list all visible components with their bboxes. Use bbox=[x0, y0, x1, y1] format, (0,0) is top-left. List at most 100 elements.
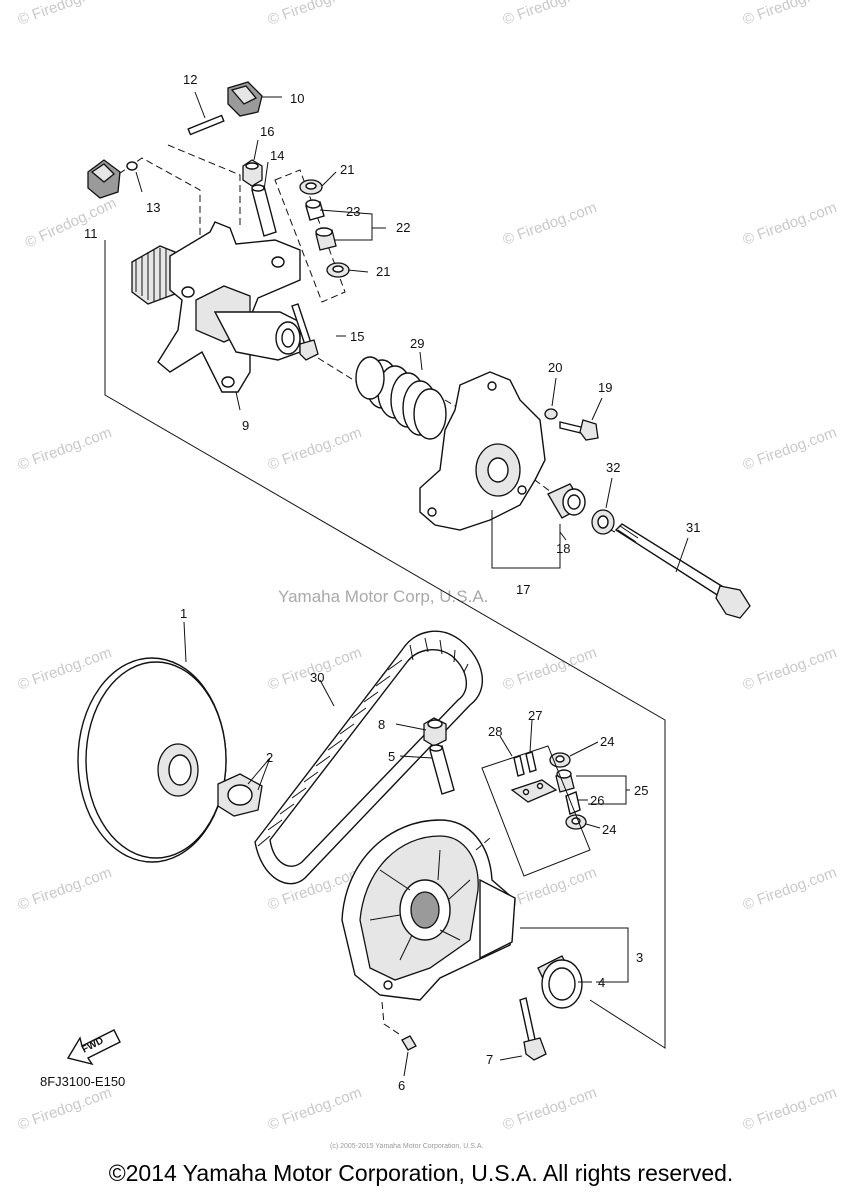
label-5: 5 bbox=[388, 749, 395, 764]
part-8-nut bbox=[423, 717, 447, 747]
part-23-bushing-b bbox=[315, 227, 337, 251]
label-15: 15 bbox=[350, 329, 364, 344]
part-30-belt bbox=[254, 630, 484, 885]
part-13-washer bbox=[126, 161, 138, 171]
part-32-washer bbox=[591, 509, 615, 535]
label-25: 25 bbox=[634, 783, 648, 798]
part-20-washer bbox=[544, 408, 558, 420]
part-2-bushing bbox=[217, 773, 263, 817]
label-4: 4 bbox=[598, 975, 605, 990]
label-10: 10 bbox=[290, 91, 304, 106]
watermark: © Firedog.com bbox=[741, 1084, 839, 1134]
assembly-outline bbox=[104, 240, 666, 1049]
label-27: 27 bbox=[528, 708, 542, 723]
label-31: 31 bbox=[686, 520, 700, 535]
copyright-footer: ©2014 Yamaha Motor Corporation, U.S.A. A… bbox=[108, 1160, 734, 1186]
label-23: 23 bbox=[346, 204, 360, 219]
label-16: 16 bbox=[260, 124, 274, 139]
label-20: 20 bbox=[548, 360, 562, 375]
watermark: © Firedog.com bbox=[266, 644, 364, 694]
part-18-bushing bbox=[547, 483, 586, 519]
part-31-bolt bbox=[614, 523, 751, 619]
dashed-leader bbox=[475, 837, 491, 851]
part-10-roller bbox=[227, 81, 263, 117]
part-12-pin bbox=[187, 114, 225, 136]
watermark: © Firedog.com bbox=[16, 644, 114, 694]
label-13: 13 bbox=[146, 200, 160, 215]
part-23-bushing-a bbox=[305, 199, 325, 221]
label-29: 29 bbox=[410, 336, 424, 351]
label-9: 9 bbox=[242, 418, 249, 433]
watermark: © Firedog.com bbox=[741, 199, 839, 249]
part-28-plate bbox=[510, 779, 558, 803]
part-7-bolt bbox=[519, 997, 547, 1061]
label-14: 14 bbox=[270, 148, 284, 163]
label-8: 8 bbox=[378, 717, 385, 732]
label-30: 30 bbox=[310, 670, 324, 685]
watermark: © Firedog.com bbox=[266, 0, 364, 29]
label-19: 19 bbox=[598, 380, 612, 395]
watermark: © Firedog.com bbox=[741, 644, 839, 694]
label-1: 1 bbox=[180, 606, 187, 621]
watermark: © Firedog.com bbox=[501, 864, 599, 914]
label-17: 17 bbox=[516, 582, 530, 597]
part-24-washer-top bbox=[549, 752, 571, 768]
label-12: 12 bbox=[183, 72, 197, 87]
part-14-collar bbox=[251, 184, 277, 237]
part-24-washer-bottom bbox=[565, 814, 587, 830]
part-19-bolt bbox=[559, 419, 599, 441]
leader-lines bbox=[135, 91, 689, 1077]
label-11: 11 bbox=[84, 226, 98, 241]
dashed-leader bbox=[167, 144, 241, 228]
part-labels: 12 10 16 14 21 13 11 23 22 21 15 29 20 1… bbox=[84, 72, 700, 1093]
copyright-small: (c) 2005-2015 Yamaha Motor Corporation, … bbox=[330, 1143, 484, 1150]
part-21-washer-top bbox=[299, 179, 323, 195]
label-32: 32 bbox=[606, 460, 620, 475]
label-2: 2 bbox=[266, 750, 273, 765]
label-6: 6 bbox=[398, 1078, 405, 1093]
watermark: © Firedog.com bbox=[501, 199, 599, 249]
part-27-pin bbox=[525, 751, 537, 773]
group-outline bbox=[481, 745, 591, 877]
part-28-pin bbox=[513, 755, 525, 777]
part-11-roller bbox=[87, 159, 121, 199]
watermark: © Firedog.com bbox=[501, 0, 599, 29]
part-26-collar bbox=[565, 791, 581, 815]
label-18: 18 bbox=[556, 541, 570, 556]
part-5-collar bbox=[429, 744, 455, 795]
label-7: 7 bbox=[486, 1052, 493, 1067]
fwd-arrow-icon: FWD bbox=[66, 1029, 121, 1066]
dashed-leader bbox=[317, 357, 361, 385]
part-29-spring bbox=[355, 356, 447, 440]
part-15-bolt bbox=[291, 303, 319, 361]
watermark: © Firedog.com bbox=[266, 1084, 364, 1134]
label-21b: 21 bbox=[376, 264, 390, 279]
watermark: © Firedog.com bbox=[266, 424, 364, 474]
part-3-movable-sheave bbox=[341, 819, 516, 1001]
label-28: 28 bbox=[488, 724, 502, 739]
label-24b: 24 bbox=[602, 822, 616, 837]
part-9-spider-hub bbox=[131, 221, 301, 393]
watermark: © Firedog.com bbox=[16, 864, 114, 914]
part-17-cover bbox=[419, 371, 546, 531]
dashed-leader bbox=[507, 459, 556, 496]
watermark: © Firedog.com bbox=[741, 864, 839, 914]
label-22: 22 bbox=[396, 220, 410, 235]
label-3: 3 bbox=[636, 950, 643, 965]
dashed-leader bbox=[274, 169, 346, 303]
part-1-fixed-sheave bbox=[77, 657, 227, 863]
center-watermark: Yamaha Motor Corp, U.S.A. bbox=[278, 587, 488, 606]
watermark: © Firedog.com bbox=[741, 424, 839, 474]
label-26: 26 bbox=[590, 793, 604, 808]
part-21-washer-bottom bbox=[326, 262, 350, 278]
watermark: © Firedog.com bbox=[501, 644, 599, 694]
dashed-leader bbox=[381, 1001, 403, 1037]
label-24a: 24 bbox=[600, 734, 614, 749]
watermark: © Firedog.com bbox=[16, 424, 114, 474]
watermark: © Firedog.com bbox=[741, 0, 839, 29]
watermark: © Firedog.com bbox=[16, 0, 114, 29]
diagram-code: 8FJ3100-E150 bbox=[40, 1074, 125, 1089]
part-6-cap bbox=[401, 1035, 417, 1051]
watermark: © Firedog.com bbox=[501, 1084, 599, 1134]
